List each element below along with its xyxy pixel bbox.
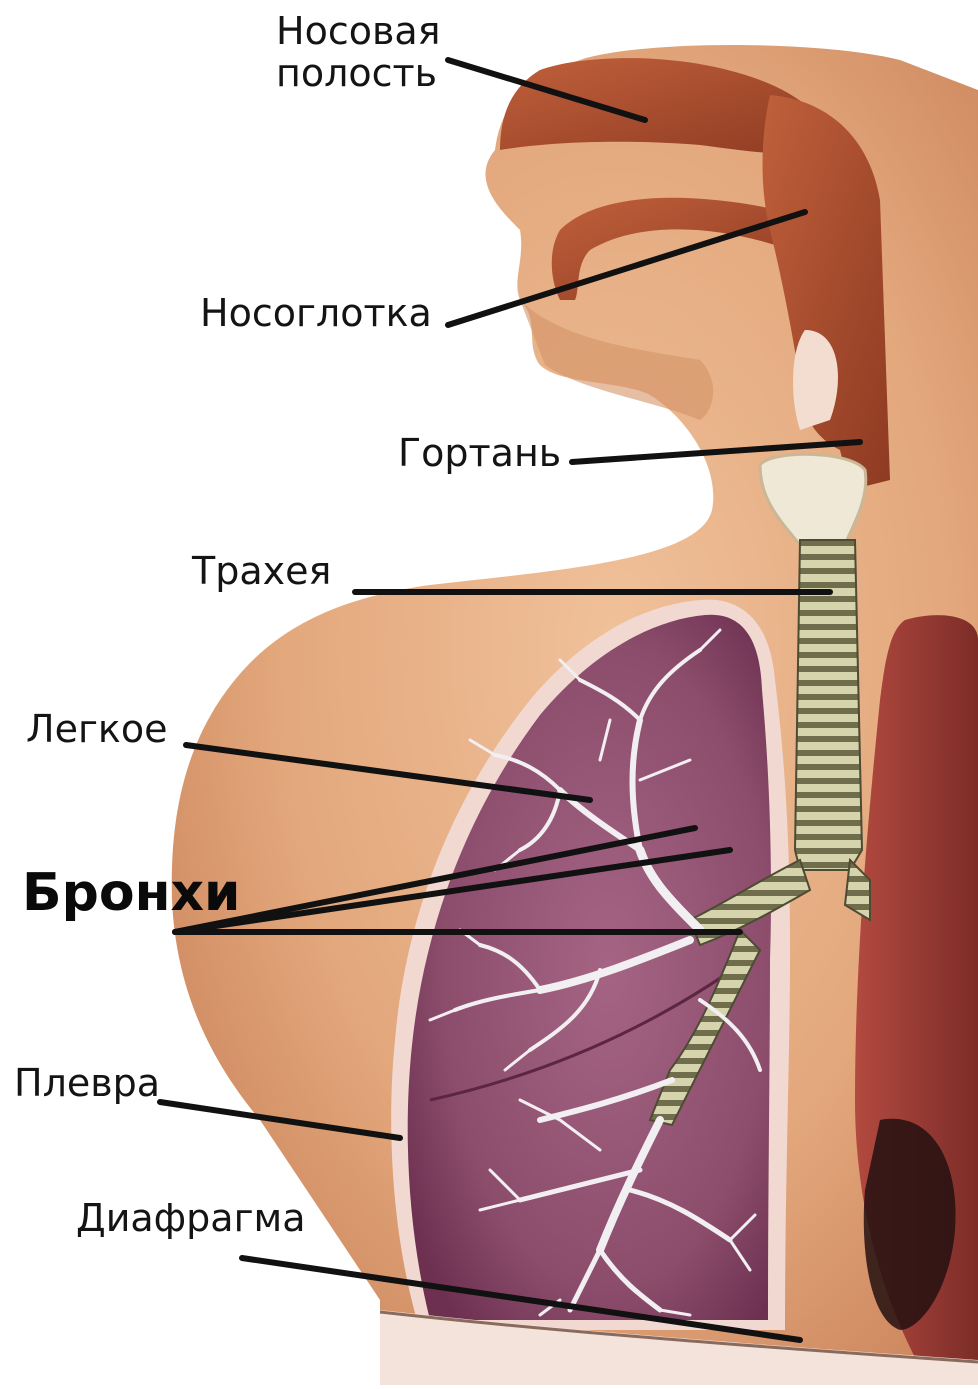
label-trachea: Трахея (192, 550, 331, 592)
label-nasal-cavity-line2: полость (276, 52, 441, 94)
label-bronchi: Бронхи (22, 865, 241, 921)
label-pleura: Плевра (14, 1062, 160, 1104)
label-diaphragm: Диафрагма (76, 1197, 305, 1239)
label-larynx: Гортань (398, 432, 561, 474)
label-lung: Легкое (26, 708, 168, 750)
label-nasopharynx: Носоглотка (200, 292, 432, 334)
label-nasal-cavity-line1: Носовая (276, 10, 441, 52)
label-nasal-cavity: Носовая полость (276, 10, 441, 94)
